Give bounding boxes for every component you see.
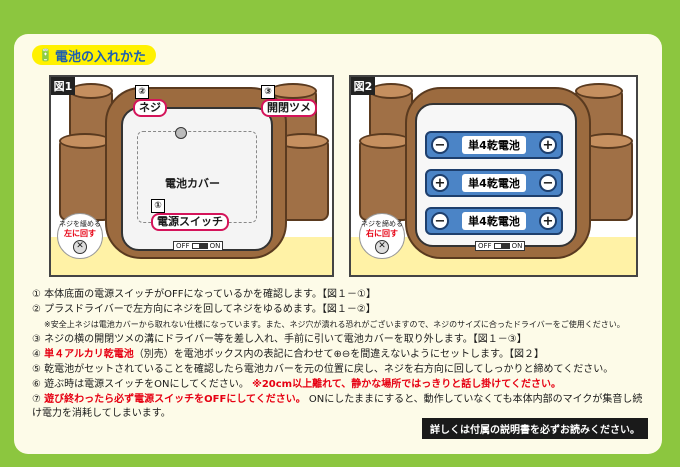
step-6: ⑥ 遊ぶ時は電源スイッチをONにしてください。 ※20cm以上離れて、静かな場所… — [32, 379, 561, 390]
post — [59, 133, 111, 221]
battery-slot-3: − 単4乾電池 + — [425, 207, 563, 235]
figure-2: 図2 − 単4乾電池 + + 単4乾電池 − − 単4乾電池 + OFF ON … — [349, 75, 638, 277]
step-2-note: ※安全上ネジは電池カバーから取れない仕様になっています。また、ネジ穴が潰れる恐れ… — [44, 320, 625, 329]
screw-callout: ネジ — [133, 99, 167, 117]
battery-slot-1: − 単4乾電池 + — [425, 131, 563, 159]
screwdriver-icon: ✕ — [73, 240, 87, 254]
step-1: ① 本体底面の電源スイッチがOFFになっているかを確認します。【図１－①】 — [32, 289, 376, 300]
section-title-text: 電池の入れかた — [54, 49, 146, 65]
latch-callout: 開閉ツメ — [261, 99, 317, 117]
minus-terminal-icon: − — [431, 212, 449, 230]
switch-track — [191, 243, 208, 249]
plus-terminal-icon: + — [539, 136, 557, 154]
step-3-marker: ③ — [261, 85, 275, 99]
figure-2-label: 図2 — [351, 77, 375, 95]
power-switch: OFF ON — [475, 241, 526, 251]
power-switch-callout: 電源スイッチ — [151, 213, 229, 231]
step-4: ④ 単４アルカリ乾電池（別売）を電池ボックス内の表記に合わせて⊕⊖を間違えないよ… — [32, 349, 545, 360]
manual-notice: 詳しくは付属の説明書を必ずお読みください。 — [422, 418, 648, 439]
plus-terminal-icon: + — [431, 174, 449, 192]
plus-terminal-icon: + — [539, 212, 557, 230]
screwdriver-icon: ✕ — [375, 240, 389, 254]
battery-slot-2: + 単4乾電池 − — [425, 169, 563, 197]
figure-1-label: 図1 — [51, 77, 75, 95]
step-3: ③ ネジの横の開閉ツメの溝にドライバー等を差し入れ、手前に引いて電池カバーを取り… — [32, 334, 527, 345]
figure-1: 図1 ② ネジ ③ 開閉ツメ 電池カバー ① 電源スイッチ OFF ON ネジを… — [49, 75, 334, 277]
switch-track — [493, 243, 510, 249]
battery-cover — [121, 107, 273, 251]
screw-icon — [175, 127, 187, 139]
step-2: ② プラスドライバーで左方向にネジを回してネジをゆるめます。【図１－②】 — [32, 304, 376, 315]
instructions: ① 本体底面の電源スイッチがOFFになっているかを確認します。【図１－①】 ② … — [32, 288, 652, 422]
cover-label: 電池カバー — [165, 177, 220, 190]
power-switch: OFF ON — [173, 241, 224, 251]
loosen-screw-note: ネジを緩める 左に回す ✕ — [57, 213, 103, 259]
post — [359, 133, 411, 221]
minus-terminal-icon: − — [539, 174, 557, 192]
section-title: 🔋 電池の入れかた — [32, 45, 156, 65]
step-2-marker: ② — [135, 85, 149, 99]
step-1-marker: ① — [151, 199, 165, 213]
step-7: ⑦ 遊び終わったら必ず電源スイッチをOFFにしてください。 ONにしたままにする… — [32, 394, 643, 419]
minus-terminal-icon: − — [431, 136, 449, 154]
tighten-screw-note: ネジを締める 右に回す ✕ — [359, 213, 405, 259]
battery-icon: 🔋 — [38, 48, 53, 62]
step-5: ⑤ 乾電池がセットされていることを確認したら電池カバーを元の位置に戻し、ネジを右… — [32, 364, 614, 375]
